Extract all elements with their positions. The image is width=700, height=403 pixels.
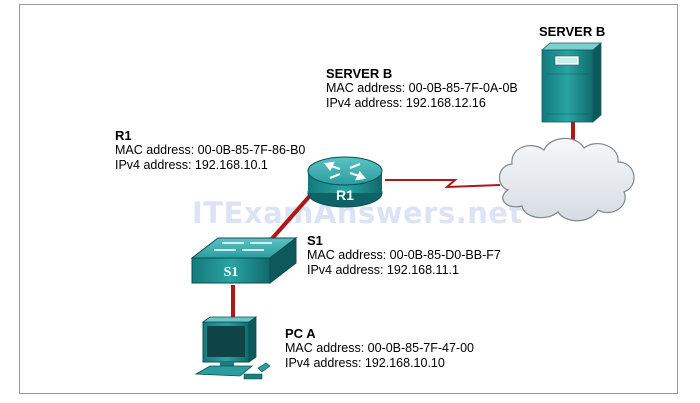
cloud-icon <box>498 137 635 222</box>
r1-ipv4: IPv4 address: 192.168.10.1 <box>115 158 268 172</box>
r1-info: R1 MAC address: 00-0B-85-7F-86-B0 IPv4 a… <box>115 128 305 173</box>
pc-a-mac: MAC address: 00-0B-85-7F-47-00 <box>285 341 474 355</box>
server-b-info: SERVER B MAC address: 00-0B-85-7F-0A-0B … <box>326 66 518 111</box>
router-icon-label: R1 <box>336 187 354 203</box>
server-b-icon-label: SERVER B <box>539 24 606 39</box>
pc-icon <box>194 316 271 380</box>
server-b-ipv4: IPv4 address: 192.168.12.16 <box>326 96 486 110</box>
s1-info: S1 MAC address: 00-0B-85-D0-BB-F7 IPv4 a… <box>307 233 501 278</box>
router-arrows-icon <box>323 161 367 181</box>
switch-icon-label: S1 <box>224 265 239 280</box>
pc-a-info: PC A MAC address: 00-0B-85-7F-47-00 IPv4… <box>285 326 474 371</box>
pc-a-ipv4: IPv4 address: 192.168.10.10 <box>285 356 445 370</box>
diagram-frame <box>19 4 678 394</box>
r1-title: R1 <box>115 128 132 143</box>
pc-a-title: PC A <box>285 326 316 341</box>
s1-ipv4: IPv4 address: 192.168.11.1 <box>307 263 459 277</box>
server-b-title: SERVER B <box>326 66 393 81</box>
s1-mac: MAC address: 00-0B-85-D0-BB-F7 <box>307 248 501 262</box>
switch-arrows-icon <box>214 242 272 251</box>
router-icon <box>307 156 383 208</box>
s1-title: S1 <box>307 233 323 248</box>
link-r1-cloud-serial <box>385 179 501 189</box>
server-icon <box>540 42 603 123</box>
server-b-mac: MAC address: 00-0B-85-7F-0A-0B <box>326 81 518 95</box>
switch-icon <box>190 236 298 285</box>
r1-mac: MAC address: 00-0B-85-7F-86-B0 <box>115 143 306 157</box>
